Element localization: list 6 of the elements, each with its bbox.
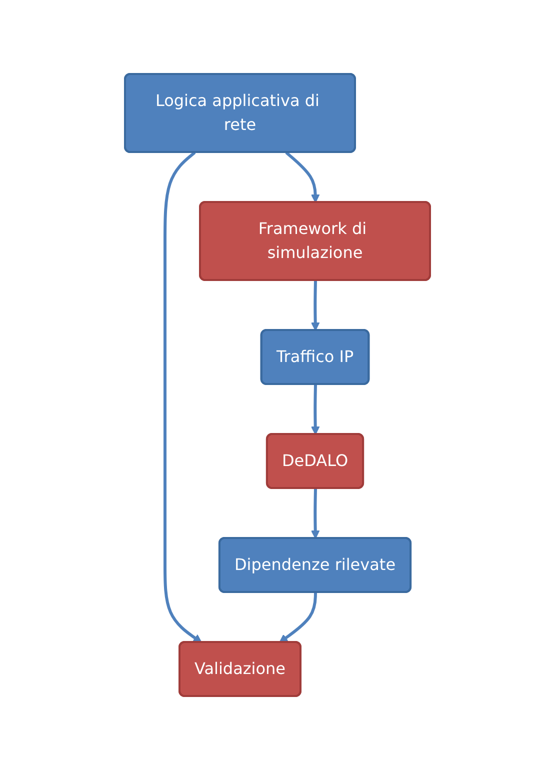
arrow — [278, 592, 316, 643]
arrow — [310, 488, 320, 539]
arrow — [310, 384, 320, 435]
arrow — [163, 151, 202, 643]
arrow — [310, 280, 320, 331]
arrow — [284, 151, 320, 203]
